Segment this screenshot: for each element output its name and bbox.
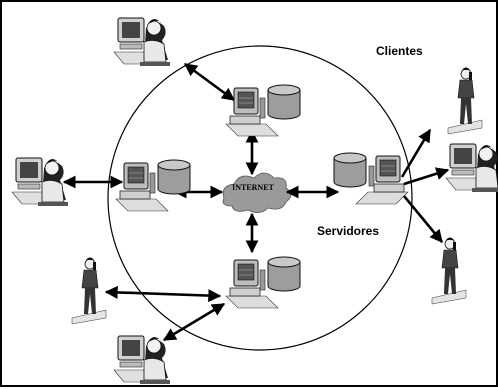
server-bottom-icon <box>225 256 301 309</box>
client-woman-right-icon <box>431 237 467 305</box>
client-phone-left-icon <box>71 257 107 325</box>
client-desktop-left-icon <box>11 157 69 207</box>
link-server-client-right <box>403 167 450 186</box>
server-left-icon <box>115 159 191 212</box>
link-phone-bottom-server <box>104 285 222 303</box>
server-top-icon <box>225 84 301 137</box>
link-server-phone-right <box>400 128 432 178</box>
server-right-icon <box>333 152 409 205</box>
servers-label: Servidores <box>317 224 380 238</box>
internet-label: INTERNET <box>232 183 274 192</box>
server-network-circle <box>107 45 413 351</box>
link-client-bottom-server <box>162 302 226 342</box>
clients-label: Clientes <box>376 44 423 58</box>
client-desktop-bottom-icon <box>113 335 171 385</box>
link-server-client-woman <box>402 195 444 244</box>
client-phone-right-icon <box>447 67 483 135</box>
internet-cloud-icon <box>222 172 292 213</box>
link-client-top-server <box>183 62 236 102</box>
client-desktop-top-icon <box>113 17 171 67</box>
client-desktop-right-icon <box>445 143 498 193</box>
